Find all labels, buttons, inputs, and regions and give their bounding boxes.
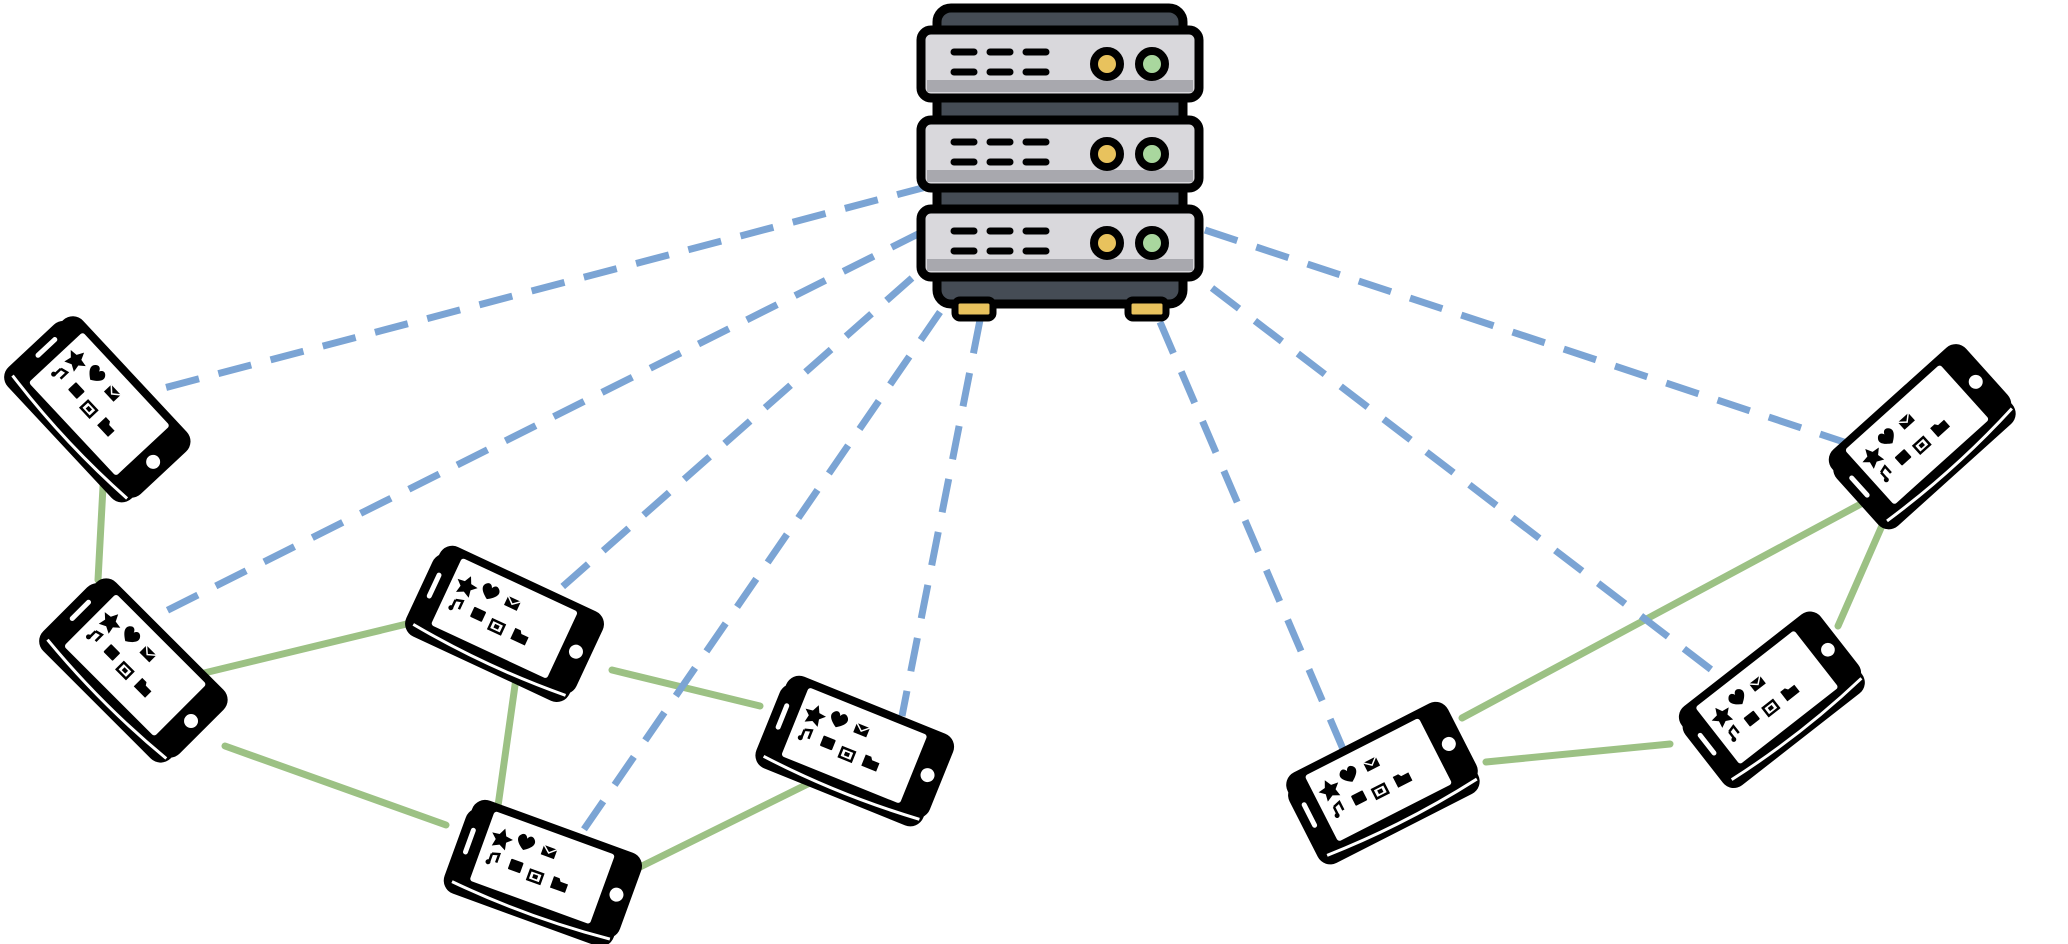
server-link-phone-6 [1156,320,1350,758]
smartphone-icon [0,306,198,512]
server-link-phone-5 [898,319,984,717]
server-link-phone-1 [144,182,931,397]
links-layer [94,182,1892,871]
peer-link-phone-3-phone-5 [608,666,764,710]
status-led-yellow [1090,47,1124,81]
server-link-phone-7 [1209,285,1733,687]
status-led-yellow [1090,137,1124,171]
smartphone-icon [31,568,235,773]
server-rack-icon [916,3,1204,322]
smartphone-icon [398,538,611,710]
smartphone-icon [1669,604,1875,796]
smartphone-icon [1277,695,1489,871]
server-link-phone-2 [150,228,924,622]
server-unit-1 [916,25,1204,103]
peer-link-phone-3-phone-4 [494,660,522,810]
server-link-phone-3 [549,275,915,599]
peer-link-phone-6-phone-7 [1482,740,1674,766]
peer-link-phone-6-phone-8 [1458,494,1876,722]
peer-link-phone-4-phone-5 [636,768,836,871]
peer-link-phone-2-phone-4 [221,742,450,829]
server-link-phone-8 [1203,226,1870,454]
smartphone-icon [438,793,648,944]
peer-link-phone-7-phone-8 [1834,508,1892,630]
smartphone-icon [749,668,960,834]
status-led-yellow [1090,226,1124,260]
server-unit-3 [916,204,1204,282]
status-led-green [1135,137,1169,171]
status-led-green [1135,226,1169,260]
status-led-green [1135,47,1169,81]
server-unit-2 [916,115,1204,193]
